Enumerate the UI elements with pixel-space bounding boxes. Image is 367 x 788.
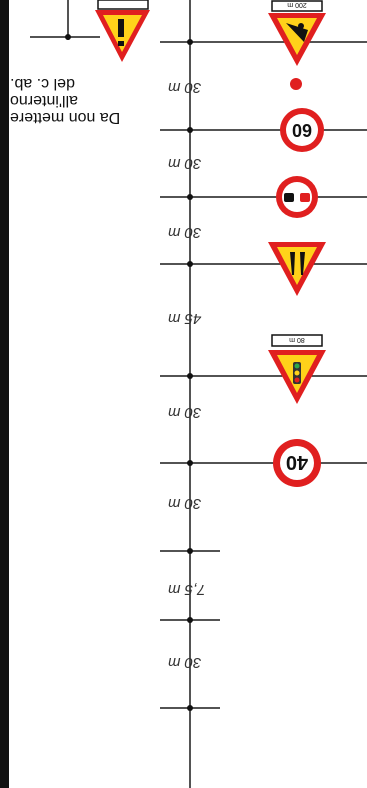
speed-limit-60-text: 60 xyxy=(292,120,312,140)
node-1 xyxy=(187,39,193,45)
road-narrows-warning-sign xyxy=(268,242,326,296)
speed-limit-60-sign: 60 xyxy=(280,108,324,152)
speed-limit-40-text: 40 xyxy=(286,451,308,473)
distance-label-2: 30 m xyxy=(168,155,202,172)
node-5 xyxy=(187,373,193,379)
red-dot-marker xyxy=(290,78,302,90)
plate-text-mid: 80 m xyxy=(289,336,305,343)
node-7 xyxy=(187,548,193,554)
node-8 xyxy=(187,617,193,623)
placement-note: Da non mettere all'interno del c. ab. xyxy=(10,75,120,126)
distance-label-4: 45 m xyxy=(168,310,202,327)
note-line-1: Da non mettere xyxy=(10,109,121,126)
note-line-2: all'interno xyxy=(10,92,78,109)
distance-label-3: 30 m xyxy=(168,224,202,241)
distance-label-1: 30 m xyxy=(168,79,202,96)
node-4 xyxy=(187,261,193,267)
node-2 xyxy=(187,127,193,133)
aux-node xyxy=(65,34,71,40)
distance-label-7: 7,5 m xyxy=(168,581,206,598)
plate-text-top: 200 m xyxy=(287,1,307,8)
no-overtaking-sign xyxy=(276,176,318,218)
tick-nodes xyxy=(187,39,193,711)
distance-label-6: 30 m xyxy=(168,495,202,512)
traffic-light-warning-sign: 80 m xyxy=(268,334,326,404)
node-3 xyxy=(187,194,193,200)
node-6 xyxy=(187,460,193,466)
note-line-3: del c. ab. xyxy=(10,75,75,92)
left-border-bar xyxy=(0,0,9,788)
partial-warning-sign xyxy=(95,0,150,62)
node-9 xyxy=(187,705,193,711)
distance-label-8: 30 m xyxy=(168,654,202,671)
speed-limit-40-sign: 40 xyxy=(273,439,321,487)
distance-label-5: 30 m xyxy=(168,404,202,421)
warning-sign-with-plate: 200 m xyxy=(268,0,326,66)
